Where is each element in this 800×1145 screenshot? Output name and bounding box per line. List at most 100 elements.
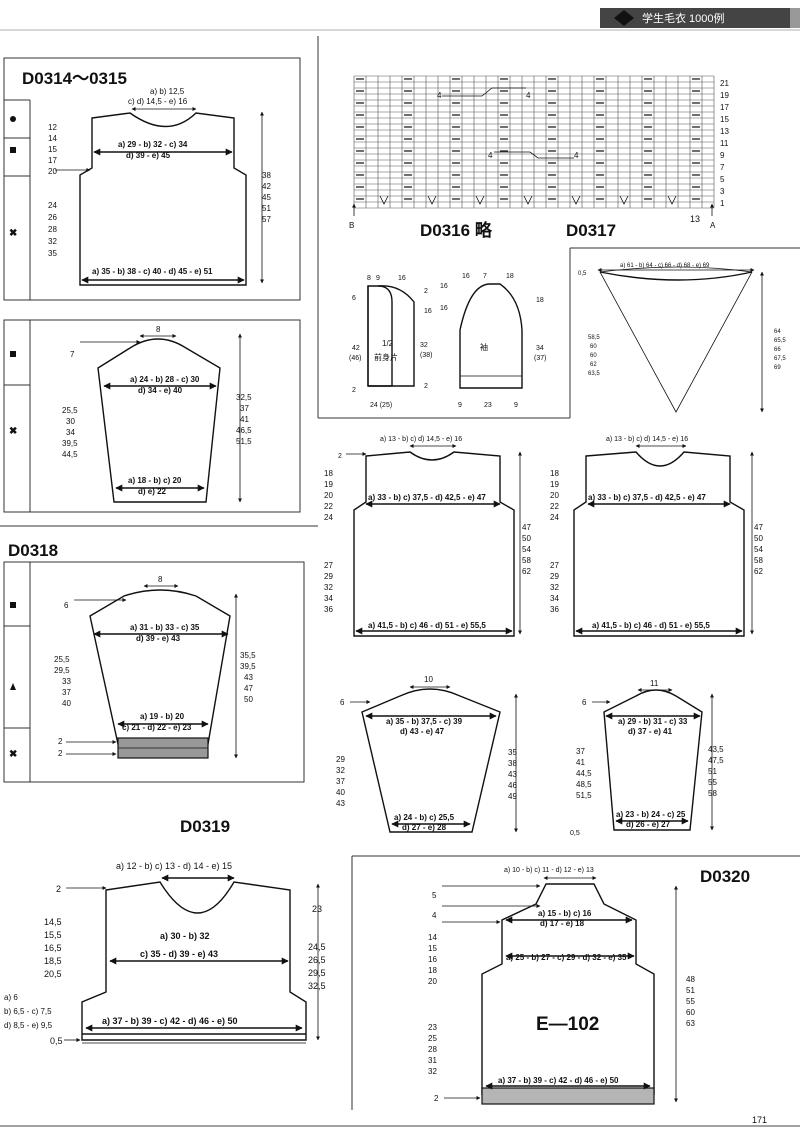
d0319-code: D0319 <box>180 817 230 836</box>
sleeve-mid-left: 10 6 a) 35 - b) 37,5 - c) 39 d) 43 - e) … <box>336 675 518 833</box>
vest-mid-right: a) 13 - b) c) d) 14,5 - e) 16 a) 33 - b)… <box>550 436 763 637</box>
svg-text:d) 43 - e) 47: d) 43 - e) 47 <box>400 727 445 736</box>
svg-text:67,5: 67,5 <box>774 356 786 362</box>
svg-text:a) 24 - b) 28 - c) 30: a) 24 - b) 28 - c) 30 <box>130 375 200 384</box>
sleeve1-left-labels: 25,5 30 34 39,5 44,5 <box>62 406 78 459</box>
svg-text:55: 55 <box>708 778 717 787</box>
svg-text:35,5: 35,5 <box>240 651 256 660</box>
svg-text:17: 17 <box>720 103 729 112</box>
svg-text:18: 18 <box>428 966 437 975</box>
svg-text:43,5: 43,5 <box>708 745 724 754</box>
svg-text:42: 42 <box>352 345 360 352</box>
svg-text:34: 34 <box>324 594 333 603</box>
svg-text:19: 19 <box>720 91 729 100</box>
svg-text:1: 1 <box>720 199 725 208</box>
svg-text:2: 2 <box>58 749 63 758</box>
d0316-chart <box>353 75 715 209</box>
svg-text:a) 41,5 - b) c) 46 - d) 51 - e: a) 41,5 - b) c) 46 - d) 51 - e) 55,5 <box>368 621 486 630</box>
svg-text:袖: 袖 <box>480 342 488 352</box>
svg-text:d) 37 - e) 41: d) 37 - e) 41 <box>628 727 673 736</box>
svg-text:43: 43 <box>336 799 345 808</box>
svg-text:19: 19 <box>550 480 559 489</box>
svg-text:47,5: 47,5 <box>708 756 724 765</box>
svg-text:a) 24 - b) c) 25,5: a) 24 - b) c) 25,5 <box>394 813 455 822</box>
svg-text:15: 15 <box>48 145 57 154</box>
svg-text:4: 4 <box>432 911 437 920</box>
svg-text:32: 32 <box>420 342 428 349</box>
svg-text:21: 21 <box>720 79 729 88</box>
svg-text:29: 29 <box>336 755 345 764</box>
shawl: a) 61 - b) 64 - c) 66 - d) 68 - e) 69 0,… <box>578 263 786 413</box>
svg-text:18: 18 <box>550 469 559 478</box>
svg-text:34: 34 <box>66 428 75 437</box>
svg-text:24: 24 <box>550 513 559 522</box>
svg-text:20: 20 <box>48 167 57 176</box>
svg-text:d) 27 - e) 28: d) 27 - e) 28 <box>402 823 447 832</box>
d0314-body <box>79 112 247 286</box>
d0314-bottom: a) 35 - b) 38 - c) 40 - d) 45 - e) 51 <box>92 267 213 276</box>
svg-text:20: 20 <box>324 491 333 500</box>
svg-text:51: 51 <box>686 986 695 995</box>
svg-text:24: 24 <box>48 201 57 210</box>
svg-text:b) 6,5 - c) 7,5: b) 6,5 - c) 7,5 <box>4 1007 52 1016</box>
svg-text:c) 21 - d) 22 - e) 23: c) 21 - d) 22 - e) 23 <box>122 723 192 732</box>
svg-text:47: 47 <box>244 684 253 693</box>
sleeve1-shape <box>97 338 221 503</box>
d0320-panel: D0320 a) 10 - b) c) 11 - d) 12 - e) 13 5… <box>351 855 800 1110</box>
svg-text:27: 27 <box>324 561 333 570</box>
svg-text:46: 46 <box>508 781 517 790</box>
svg-text:A: A <box>710 221 716 230</box>
header-title: 学生毛衣 1000例 <box>642 11 725 25</box>
d0318-code: D0318 <box>8 541 58 560</box>
svg-text:8: 8 <box>367 275 371 282</box>
svg-text:14: 14 <box>48 134 57 143</box>
d0317-sleeve: 16 7 18 16 16 18 34 (37) 袖 9 23 9 <box>440 273 546 409</box>
svg-text:4: 4 <box>574 151 579 160</box>
svg-text:a) 12 - b) c) 13 - d) 14 - e): a) 12 - b) c) 13 - d) 14 - e) 15 <box>116 861 232 871</box>
sleeve1-panel: ✖ 8 7 a) 24 - b) 28 - c) 30 d) 34 - e) 4… <box>3 319 301 513</box>
d0314-panel: ✖ D0314～0315 a) b) 12,5 c) d) 14,5 - e) … <box>3 57 301 301</box>
svg-text:11: 11 <box>650 679 659 688</box>
svg-text:32: 32 <box>324 583 333 592</box>
svg-text:1/2: 1/2 <box>382 339 394 348</box>
d0314-chest2: d) 39 - e) 45 <box>126 151 171 160</box>
svg-text:23: 23 <box>484 402 492 409</box>
svg-text:9: 9 <box>720 151 725 160</box>
svg-text:16: 16 <box>462 273 470 280</box>
svg-text:16: 16 <box>440 283 448 290</box>
svg-text:51,5: 51,5 <box>576 791 592 800</box>
svg-text:65,5: 65,5 <box>774 338 786 344</box>
cross-icon: ✖ <box>9 749 17 760</box>
svg-text:a) 33 - b) c) 37,5 - d) 42,5 -: a) 33 - b) c) 37,5 - d) 42,5 - e) 47 <box>368 493 486 502</box>
svg-text:37: 37 <box>240 404 249 413</box>
svg-text:a) 61 - b) 64 - c) 66 - d) 68: a) 61 - b) 64 - c) 66 - d) 68 - e) 69 <box>620 263 710 269</box>
svg-text:50: 50 <box>754 534 763 543</box>
svg-text:16: 16 <box>398 275 406 282</box>
svg-text:2: 2 <box>434 1094 439 1103</box>
svg-text:8: 8 <box>156 325 161 334</box>
svg-text:34: 34 <box>536 345 544 352</box>
svg-text:49: 49 <box>508 792 517 801</box>
svg-text:7: 7 <box>720 163 725 172</box>
svg-text:15: 15 <box>428 944 437 953</box>
svg-text:a) 18 - b) c) 20: a) 18 - b) c) 20 <box>128 476 182 485</box>
svg-text:20,5: 20,5 <box>44 969 62 979</box>
svg-text:51: 51 <box>708 767 717 776</box>
svg-text:a) 15 - b) c) 16: a) 15 - b) c) 16 <box>538 909 592 918</box>
svg-text:34: 34 <box>550 594 559 603</box>
svg-text:45: 45 <box>262 193 271 202</box>
cross-icon: ✖ <box>9 426 17 437</box>
d0314-left-labels: 12 14 15 17 20 24 26 28 32 35 <box>48 123 57 258</box>
svg-text:9: 9 <box>376 275 380 282</box>
svg-text:35: 35 <box>508 748 517 757</box>
svg-text:28: 28 <box>48 225 57 234</box>
svg-text:57: 57 <box>262 215 271 224</box>
svg-text:18: 18 <box>536 297 544 304</box>
sleeve1-right-labels: 32,5 37 41 46,5 51,5 <box>236 393 252 446</box>
svg-text:51: 51 <box>262 204 271 213</box>
svg-text:2: 2 <box>424 288 428 295</box>
svg-text:a) 41,5 - b) c) 46 - d) 51 - e: a) 41,5 - b) c) 46 - d) 51 - e) 55,5 <box>592 621 710 630</box>
svg-text:22: 22 <box>324 502 333 511</box>
svg-text:16: 16 <box>440 305 448 312</box>
